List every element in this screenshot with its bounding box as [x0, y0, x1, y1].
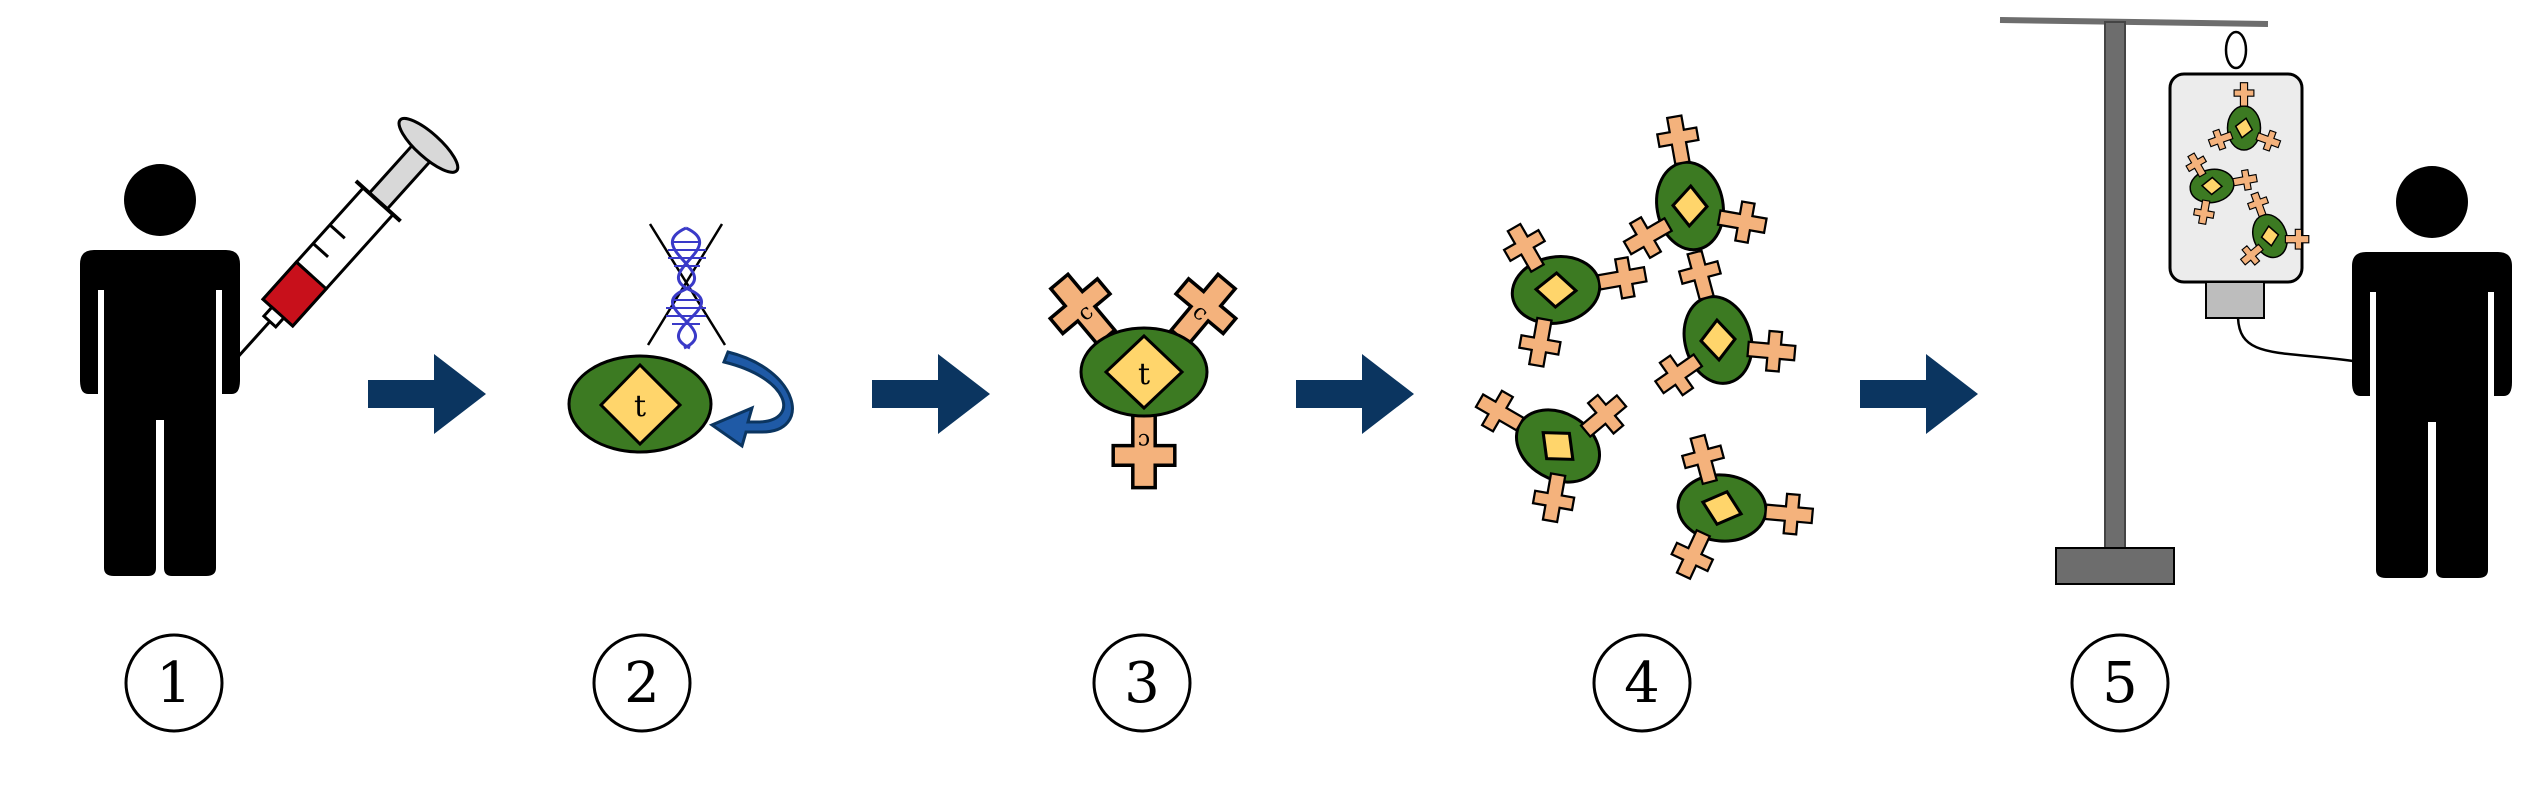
t-cell-icon: t — [567, 354, 713, 454]
iv-stand-icon — [1999, 17, 2269, 585]
step-2-gene-transfer: t — [567, 223, 794, 454]
step-5-infusion — [1999, 17, 2512, 585]
iv-bag-icon — [2168, 30, 2361, 364]
flow-arrow-icon — [1860, 354, 1978, 434]
step-4-number: 4 — [1624, 651, 1660, 716]
step-2-badge: 2 — [592, 633, 692, 733]
flow-arrow-icon — [368, 354, 486, 434]
flow-arrow-icon — [872, 354, 990, 434]
step-5-badge: 5 — [2070, 633, 2170, 733]
receptor-label: c — [1138, 428, 1150, 453]
cycle-arrow-icon — [708, 350, 794, 449]
t-cell-label: t — [634, 389, 646, 424]
dna-helix-icon — [646, 223, 727, 350]
car-t-cell-label: t — [1138, 357, 1150, 392]
car-t-cell-icon — [1600, 103, 1775, 269]
step-5-number: 5 — [2102, 651, 2138, 716]
step-1-badge: 1 — [124, 633, 224, 733]
step-1-number: 1 — [156, 651, 192, 716]
step-3-badge: 3 — [1092, 633, 1192, 733]
car-t-cell-icon — [1664, 428, 1818, 593]
step-3-number: 3 — [1124, 651, 1160, 716]
step-1-donor — [80, 116, 460, 576]
person-icon — [80, 164, 240, 576]
step-numbers: 1 2 3 4 5 — [124, 633, 2170, 733]
step-2-number: 2 — [624, 651, 660, 716]
step-4-badge: 4 — [1592, 633, 1692, 733]
person-icon — [2352, 166, 2512, 578]
car-t-cell-icon: t c c c — [1034, 259, 1252, 490]
step-3-car-t-cell: t c c c — [1034, 259, 1252, 490]
syringe-icon — [229, 116, 460, 366]
flow-arrow-icon — [1296, 354, 1414, 434]
step-4-expansion — [1442, 103, 1819, 593]
